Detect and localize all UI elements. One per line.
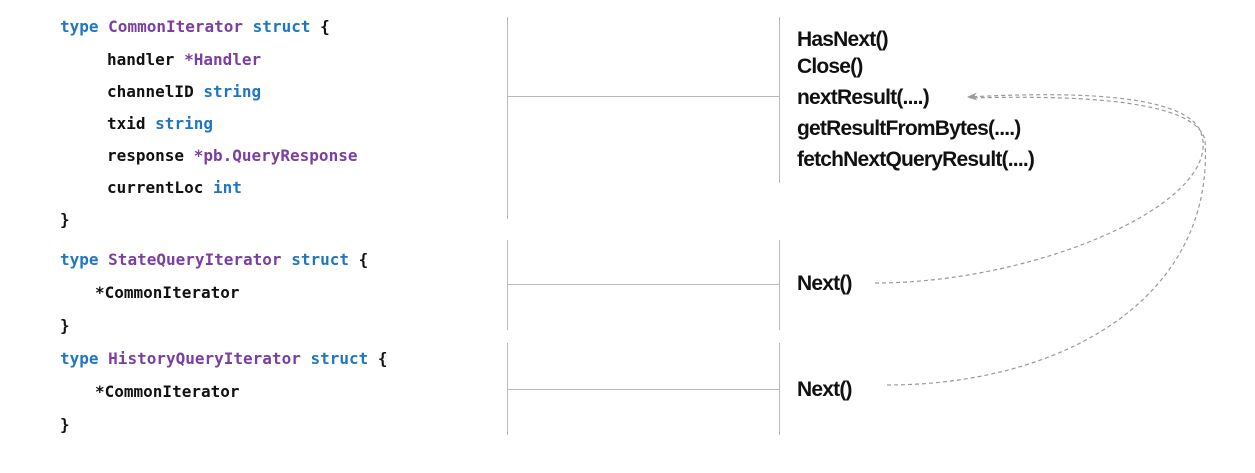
field-embedded-common-iterator: *CommonIterator: [95, 382, 240, 401]
struct-name: CommonIterator: [108, 17, 244, 36]
keyword-type: type: [60, 17, 99, 36]
connector-right-vline-3: [779, 343, 780, 435]
method-state-next: Next(): [797, 272, 853, 295]
field-embedded-common-iterator: *CommonIterator: [95, 283, 240, 302]
connector-left-vline-1: [507, 17, 508, 219]
connector-hline-1: [507, 96, 779, 97]
field-txid: txid string: [107, 114, 213, 133]
struct-common-iterator-header: type CommonIterator struct {: [60, 17, 330, 37]
connector-left-vline-2: [507, 240, 508, 330]
keyword-struct: struct: [252, 17, 311, 36]
connector-hline-3: [507, 389, 779, 390]
close-brace: }: [60, 415, 70, 434]
field-response: response *pb.QueryResponse: [107, 146, 358, 165]
field-channel-id: channelID string: [107, 82, 262, 101]
close-brace: }: [60, 210, 70, 229]
method-get-result-from-bytes: getResultFromBytes(....): [797, 117, 1021, 140]
method-close: Close(): [797, 55, 863, 78]
method-history-next: Next(): [797, 378, 853, 401]
keyword-struct: struct: [310, 349, 369, 368]
struct-history-query-iterator-header: type HistoryQueryIterator struct {: [60, 349, 388, 369]
open-brace: {: [377, 349, 388, 368]
struct-name: HistoryQueryIterator: [108, 349, 301, 368]
struct-name: StateQueryIterator: [108, 250, 282, 269]
open-brace: {: [358, 250, 369, 269]
connector-hline-2: [507, 284, 779, 285]
method-has-next: HasNext(): [797, 28, 889, 51]
keyword-struct: struct: [291, 250, 349, 269]
open-brace: {: [320, 17, 330, 36]
connector-right-vline-1: [779, 17, 780, 183]
field-handler: handler *Handler: [107, 50, 262, 69]
close-brace: }: [60, 316, 70, 335]
keyword-type: type: [60, 250, 99, 269]
keyword-type: type: [60, 349, 99, 368]
method-next-result: nextResult(....): [797, 86, 930, 109]
field-current-loc: currentLoc int: [107, 178, 242, 197]
struct-state-query-iterator-header: type StateQueryIterator struct {: [60, 250, 368, 270]
method-fetch-next-query-result: fetchNextQueryResult(....): [797, 148, 1035, 171]
connector-right-vline-2: [779, 240, 780, 330]
